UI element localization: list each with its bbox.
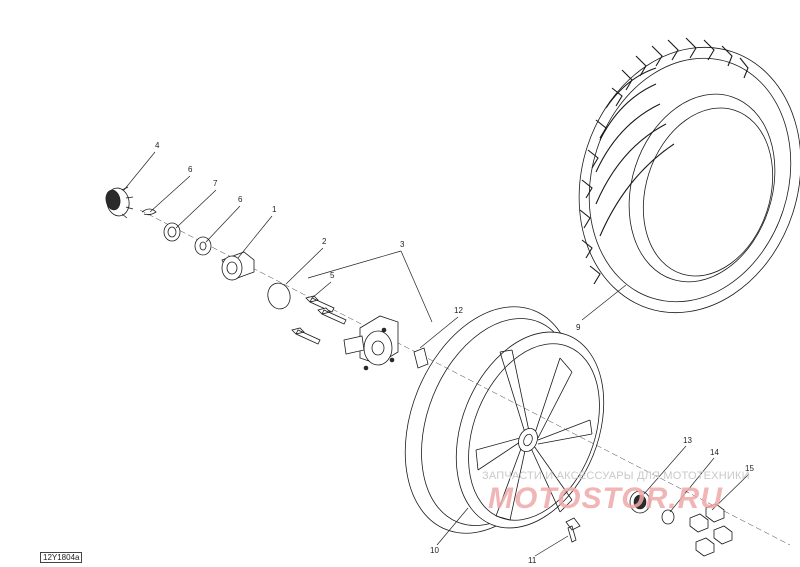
callout-15: 15 [745,464,754,473]
wheel-hub-center [518,427,538,453]
callout-7: 7 [213,179,218,188]
callout-9: 9 [576,323,581,332]
lug-nuts [689,503,733,557]
callout-14: 14 [710,448,719,457]
washer [194,236,212,256]
retaining-clip [141,208,157,216]
tire-tread [579,37,749,285]
center-cap [629,490,651,514]
hub-nut [163,222,181,242]
tire [578,37,800,314]
callout-2: 2 [322,237,327,246]
callout-4: 4 [155,141,160,150]
callout-12: 12 [454,306,463,315]
callout-5: 5 [330,271,335,280]
snap-ring [267,282,291,310]
spacer [413,347,429,369]
callout-labels: 4 6 7 6 1 2 3 5 12 9 10 11 13 14 15 [155,141,754,565]
callout-8: 6 [188,165,193,174]
callout-10: 10 [430,546,439,555]
lug-washer [661,509,675,525]
watermark-tagline: ЗАПЧАСТИ И АКСЕССУАРЫ ДЛЯ МОТОТЕХНИКИ [482,470,750,482]
wheel-hub [343,315,399,371]
valve-stem [565,517,581,543]
watermark-logo: MOTOSTOR.RU [488,482,723,515]
callout-1: 1 [272,205,277,214]
callout-11: 11 [528,556,537,565]
castle-nut-cap [105,186,134,219]
wheel-bearing [221,251,255,281]
callout-6: 6 [238,195,243,204]
diagram-reference-code: 12Y1804a [40,552,83,563]
hub-bolts [291,295,347,345]
callout-13: 13 [683,436,692,445]
wheel-rim [404,306,605,534]
leader-lines [123,151,750,557]
wheel-spokes [475,349,593,521]
callout-3: 3 [400,240,405,249]
